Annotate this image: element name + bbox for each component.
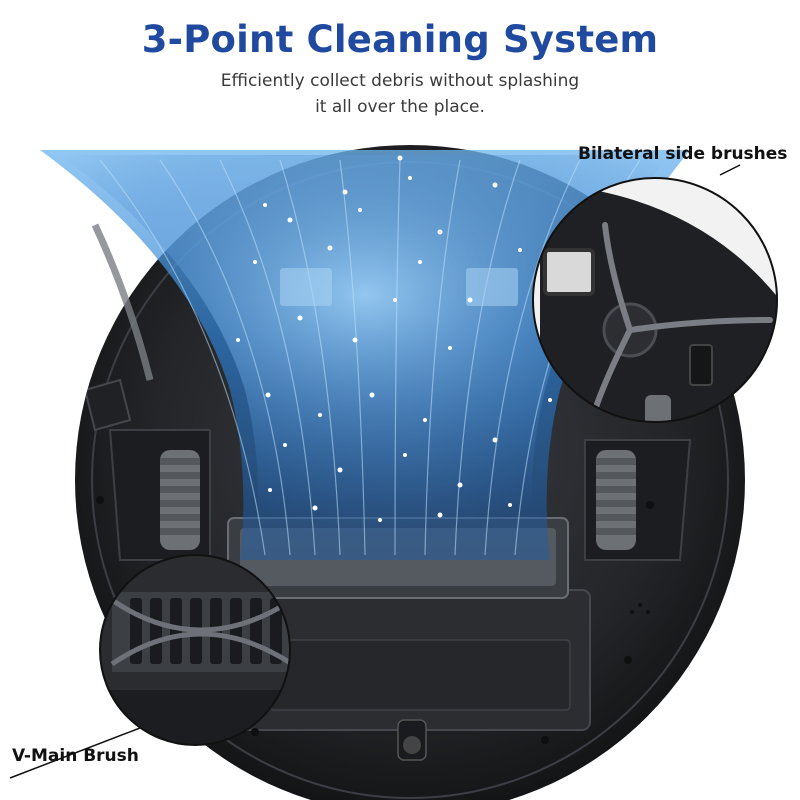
main-brush-zoom-inset xyxy=(9,554,291,779)
right-drive-wheel xyxy=(596,450,636,550)
main-brush-label: V-Main Brush xyxy=(12,746,139,766)
subtitle-line-1: Efficiently collect debris without splas… xyxy=(220,71,580,91)
page-subtitle: Efficiently collect debris without splas… xyxy=(190,68,610,120)
subtitle-line-2: it all over the place. xyxy=(315,97,485,117)
side-brush-zoom-inset xyxy=(532,164,778,423)
side-brushes-label: Bilateral side brushes xyxy=(578,144,788,164)
airflow-visualization xyxy=(40,150,690,560)
side-brush-bristle xyxy=(91,223,154,381)
page-title: 3-Point Cleaning System xyxy=(141,18,659,61)
left-drive-wheel xyxy=(160,450,200,550)
